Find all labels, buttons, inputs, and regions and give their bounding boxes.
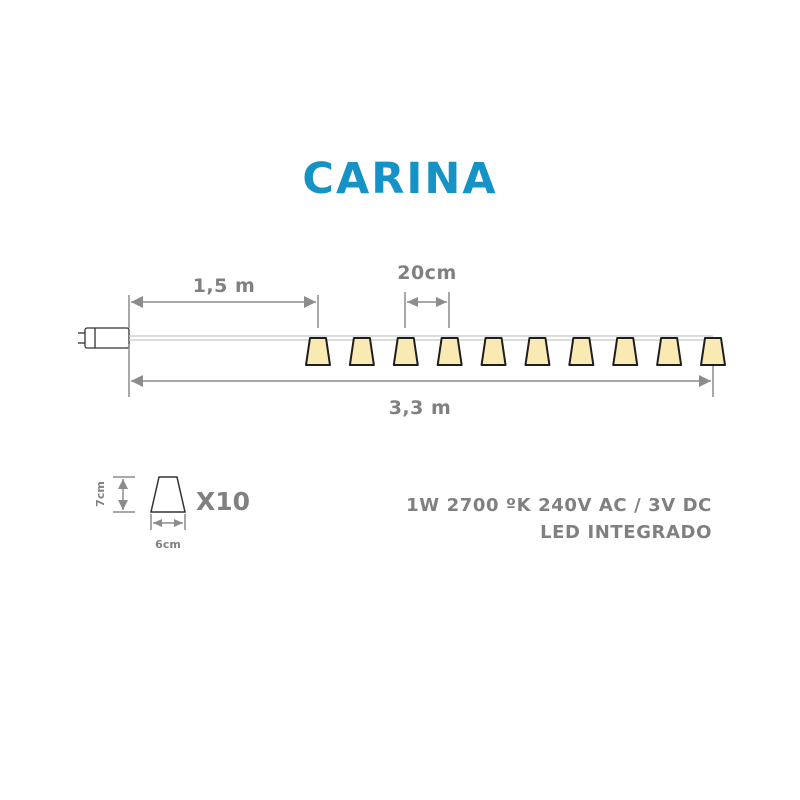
lead-cable-dimension (128, 295, 319, 328)
lamp-icon (524, 337, 551, 366)
lamp-quantity-label: X10 (196, 487, 250, 516)
spec-line-1: 1W 2700 ºK 240V AC / 3V DC (406, 495, 712, 516)
cable-line (129, 335, 713, 341)
total-length-dimension (128, 344, 714, 397)
spacing-label: 20cm (397, 262, 457, 284)
lamp-icon (480, 337, 507, 366)
lamp-height-label: 7cm (94, 481, 107, 507)
lamp-icon (305, 337, 331, 366)
lamp-icon (656, 337, 683, 366)
lamp-icon (612, 337, 639, 366)
lamp-icon (700, 337, 726, 366)
lamp-row (305, 337, 726, 366)
spec-line-2: LED INTEGRADO (540, 522, 712, 543)
spacing-dimension (404, 292, 450, 328)
product-title: CARINA (302, 154, 497, 204)
plug-icon (78, 327, 130, 349)
lead-cable-label: 1,5 m (193, 275, 256, 297)
total-length-label: 3,3 m (389, 397, 452, 419)
lamp-icon (348, 337, 375, 366)
lamp-width-label: 6cm (155, 538, 181, 551)
lamp-icon (568, 337, 595, 366)
lamp-icon (436, 337, 463, 366)
lamp-icon (392, 337, 419, 366)
lamp-height-dimension (113, 476, 135, 513)
lamp-width-dimension (150, 514, 186, 530)
lamp-detail-icon (150, 476, 186, 513)
